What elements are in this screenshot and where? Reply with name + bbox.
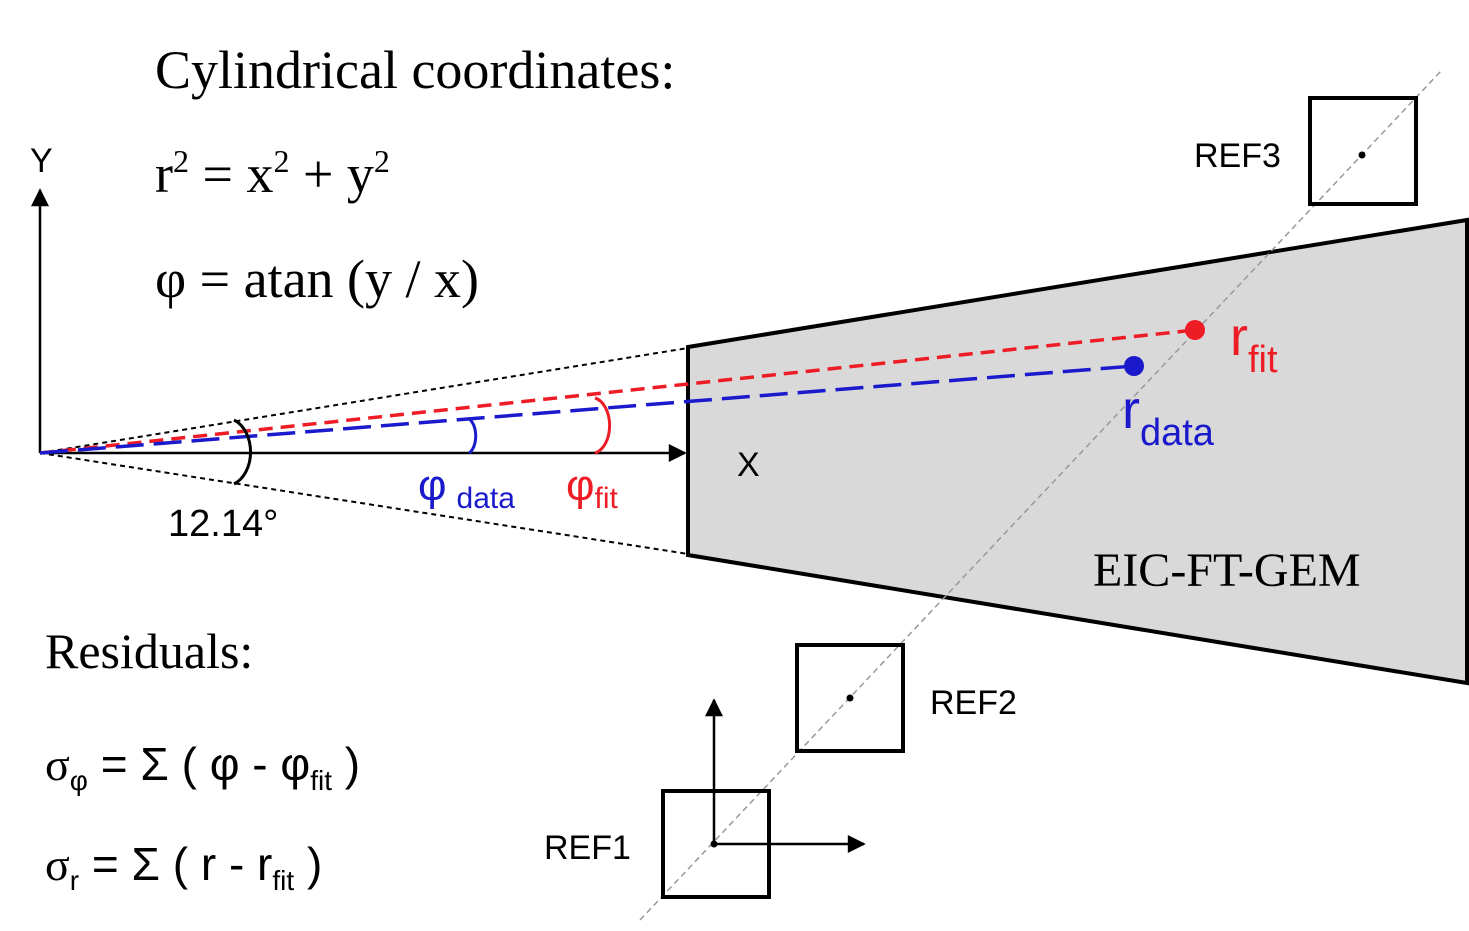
data-ray xyxy=(39,364,1135,455)
detector-trapezoid xyxy=(686,217,1469,686)
ref2-center-dot xyxy=(846,694,854,702)
sector-lower-boundary xyxy=(39,452,689,555)
sigma-phi-formula: σφ = Σ ( φ - φfit ) xyxy=(45,738,360,796)
phi-fit-label: φfit xyxy=(566,461,619,515)
sigma-r-formula: σr = Σ ( r - rfit ) xyxy=(45,838,322,896)
phi-data-arc xyxy=(468,417,478,455)
r-fit-point xyxy=(1185,320,1205,340)
fit-ray xyxy=(39,328,1196,455)
phi-formula: φ = atan (y / x) xyxy=(155,249,479,309)
ref2-box xyxy=(795,643,905,753)
r-squared-formula: r2 = x2 + y2 xyxy=(155,143,390,204)
r-data-point xyxy=(1124,356,1144,376)
sector-angle-label: 12.14° xyxy=(168,503,278,545)
reference-alignment-line xyxy=(639,69,1443,921)
ref3-center-dot xyxy=(1358,151,1366,159)
r-fit-label: rfit xyxy=(1230,307,1278,381)
y-axis-label: Y xyxy=(30,142,53,180)
sector-upper-boundary xyxy=(39,347,689,454)
ref3-box xyxy=(1308,96,1418,206)
ref3-label: REF3 xyxy=(1194,137,1281,175)
r-data-label: rdata xyxy=(1122,380,1215,454)
x-axis-label: X xyxy=(737,446,760,484)
residuals-heading: Residuals: xyxy=(45,623,253,679)
phi-fit-arc xyxy=(594,396,612,455)
sector-angle-arc xyxy=(233,418,253,486)
detector-label: EIC-FT-GEM xyxy=(1093,544,1361,597)
cylindrical-heading: Cylindrical coordinates: xyxy=(155,40,675,100)
ref2-label: REF2 xyxy=(930,684,1017,722)
ref1-label: REF1 xyxy=(544,829,631,867)
